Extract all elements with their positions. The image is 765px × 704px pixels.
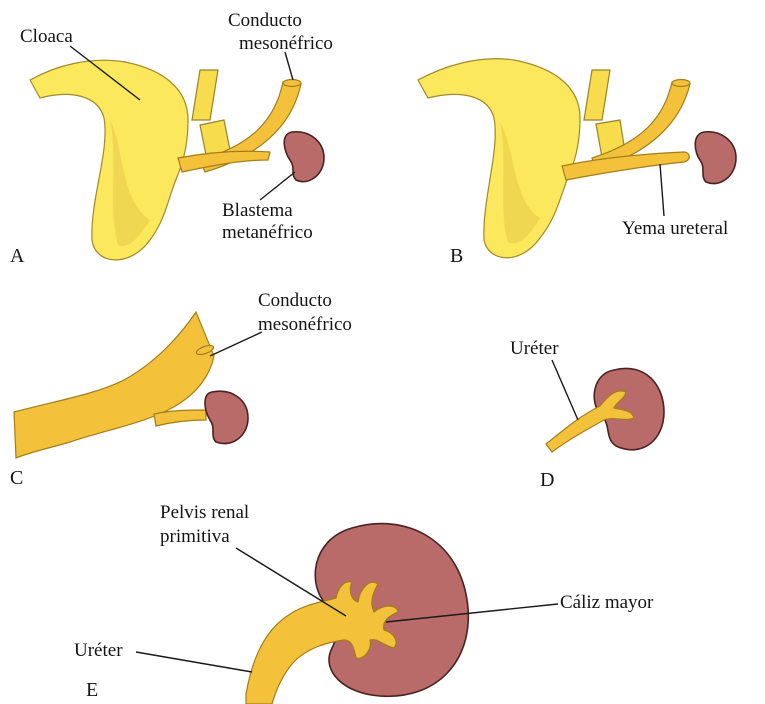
panel-b-letter: B: [450, 245, 463, 267]
panel-a-duct-label-2: mesonéfrico: [239, 33, 333, 54]
panel-e: Pelvis renal primitiva Cáliz mayor Uréte…: [74, 502, 654, 704]
panel-e-pelvis-label-1: Pelvis renal: [160, 502, 249, 523]
panel-a-cloaca-label: Cloaca: [20, 26, 73, 47]
panel-e-letter: E: [86, 679, 98, 701]
panel-b-metanephric-blastema: [695, 132, 736, 184]
panel-c-duct: [14, 312, 214, 458]
panel-a-letter: A: [10, 245, 25, 267]
panel-b-bud-label: Yema ureteral: [622, 218, 728, 239]
panel-a-cloaca: [30, 60, 188, 260]
panel-d-ureter-label: Uréter: [510, 338, 559, 359]
panel-e-calyx-label: Cáliz mayor: [560, 592, 654, 613]
panel-b-ureteric-bud: [562, 152, 689, 180]
panel-d: Uréter D: [510, 338, 664, 491]
panel-c-duct-label-2: mesonéfrico: [258, 314, 352, 335]
panel-a: Cloaca Conducto mesonéfrico Blastema met…: [10, 10, 333, 267]
panel-e-pelvis-label-2: primitiva: [160, 526, 230, 547]
panel-b-upper-tube: [584, 70, 610, 120]
panel-a-duct-label-1: Conducto: [228, 10, 302, 31]
panel-b: Yema ureteral B: [418, 59, 736, 267]
panel-c-metanephros: [205, 391, 248, 443]
panel-a-blastema-label-1: Blastema: [222, 200, 293, 221]
panel-c-letter: C: [10, 467, 23, 489]
panel-a-upper-tube: [192, 70, 218, 120]
panel-a-blastema-label-2: metanéfrico: [222, 222, 313, 243]
panel-b-cloaca: [418, 59, 580, 258]
panel-d-letter: D: [540, 469, 554, 491]
panel-c-duct-label-1: Conducto: [258, 290, 332, 311]
panel-c: Conducto mesonéfrico C: [10, 290, 352, 489]
panel-a-metanephric-blastema: [284, 132, 324, 182]
panel-e-ureter-label: Uréter: [74, 640, 123, 661]
